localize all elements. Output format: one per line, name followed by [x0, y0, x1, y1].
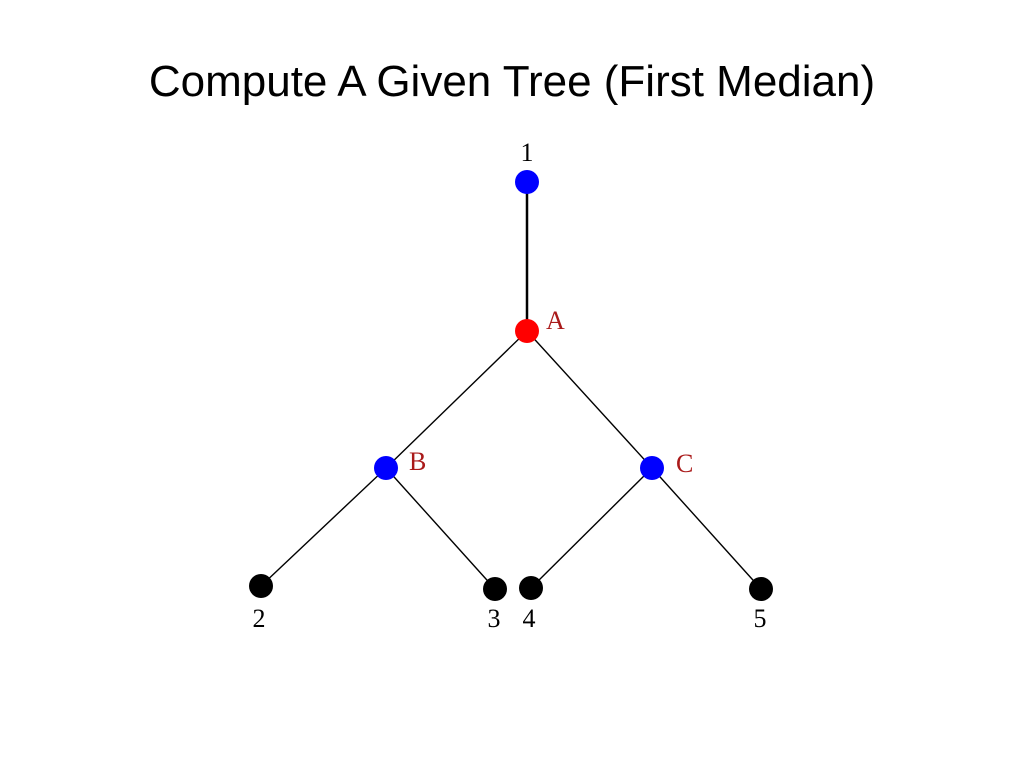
edge-c-5	[651, 467, 762, 590]
tree-edges	[260, 182, 762, 590]
label-1: 1	[521, 138, 534, 167]
edge-a-c	[526, 330, 653, 469]
node-2	[249, 574, 273, 598]
node-4	[519, 576, 543, 600]
node-5	[749, 577, 773, 601]
node-a	[515, 319, 539, 343]
label-a: A	[546, 306, 565, 335]
label-4: 4	[523, 604, 536, 633]
edge-b-2	[260, 467, 387, 587]
edge-a-b	[385, 330, 528, 469]
node-1	[515, 170, 539, 194]
tree-labels: 1 A B C 2 3 4 5	[253, 138, 767, 633]
node-3	[483, 577, 507, 601]
slide-title: Compute A Given Tree (First Median)	[148, 57, 876, 106]
label-5: 5	[754, 604, 767, 633]
edge-c-4	[530, 467, 653, 589]
tree-nodes	[249, 170, 773, 601]
label-2: 2	[253, 604, 266, 633]
node-c	[640, 456, 664, 480]
edge-b-3	[385, 467, 496, 590]
label-b: B	[409, 447, 426, 476]
label-c: C	[676, 449, 693, 478]
label-3: 3	[488, 604, 501, 633]
node-b	[374, 456, 398, 480]
